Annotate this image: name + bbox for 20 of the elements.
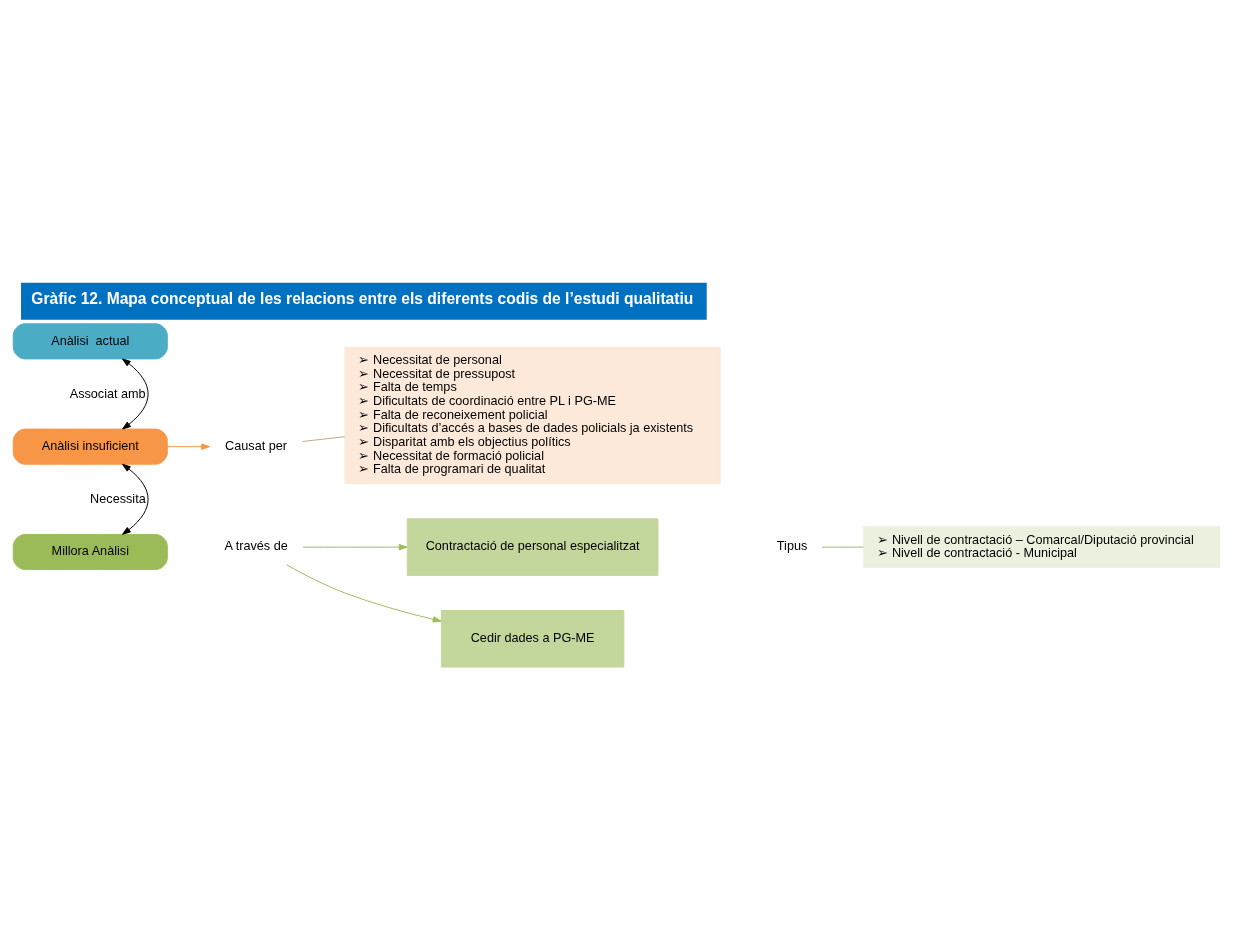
node-text: Causat per: [225, 438, 288, 453]
connector: [821, 546, 864, 548]
edge-label: Associat amb: [69, 386, 146, 401]
node-box: Cedir dades a PG-ME: [440, 610, 625, 668]
arrow: [166, 443, 210, 450]
node-box: Anàlisi insuficient: [12, 428, 168, 465]
node-box: Millora Anàlisi: [12, 533, 168, 571]
arrow: [302, 543, 408, 551]
node-box: ➢ Nivell de contractació – Comarcal/Diputació provincial ➢ Nivell de contractació - Municipal: [863, 526, 1221, 569]
connector: [302, 436, 346, 442]
arrow: [286, 564, 442, 623]
edge-label: Necessita: [90, 491, 146, 506]
node-box: ➢ Necessitat de personal ➢ Necessitat de pressupost ➢ Falta de temps ➢ Dificultats de coordinació entre PL i PG-ME ➢ Falta de reconeixement policial ➢ Dificultats d’accés a bases de dades policials ja existents ➢ Disparitat amb els objectius polítics ➢ Necessitat de formació policial ➢ Falta de programari de qualitat: [344, 346, 721, 485]
diagram-title: Gràfic 12. Mapa conceptual de les relacions entre els diferents codis de l’estudi qualitatiu: [31, 290, 694, 308]
node-text: Tipus: [776, 539, 808, 554]
node-box: Contractació de personal especialitzat: [406, 518, 659, 576]
arrow: [122, 358, 149, 430]
node-text: A través de: [224, 539, 288, 554]
arrow: [122, 463, 149, 535]
node-box: Anàlisi actual: [12, 323, 168, 360]
